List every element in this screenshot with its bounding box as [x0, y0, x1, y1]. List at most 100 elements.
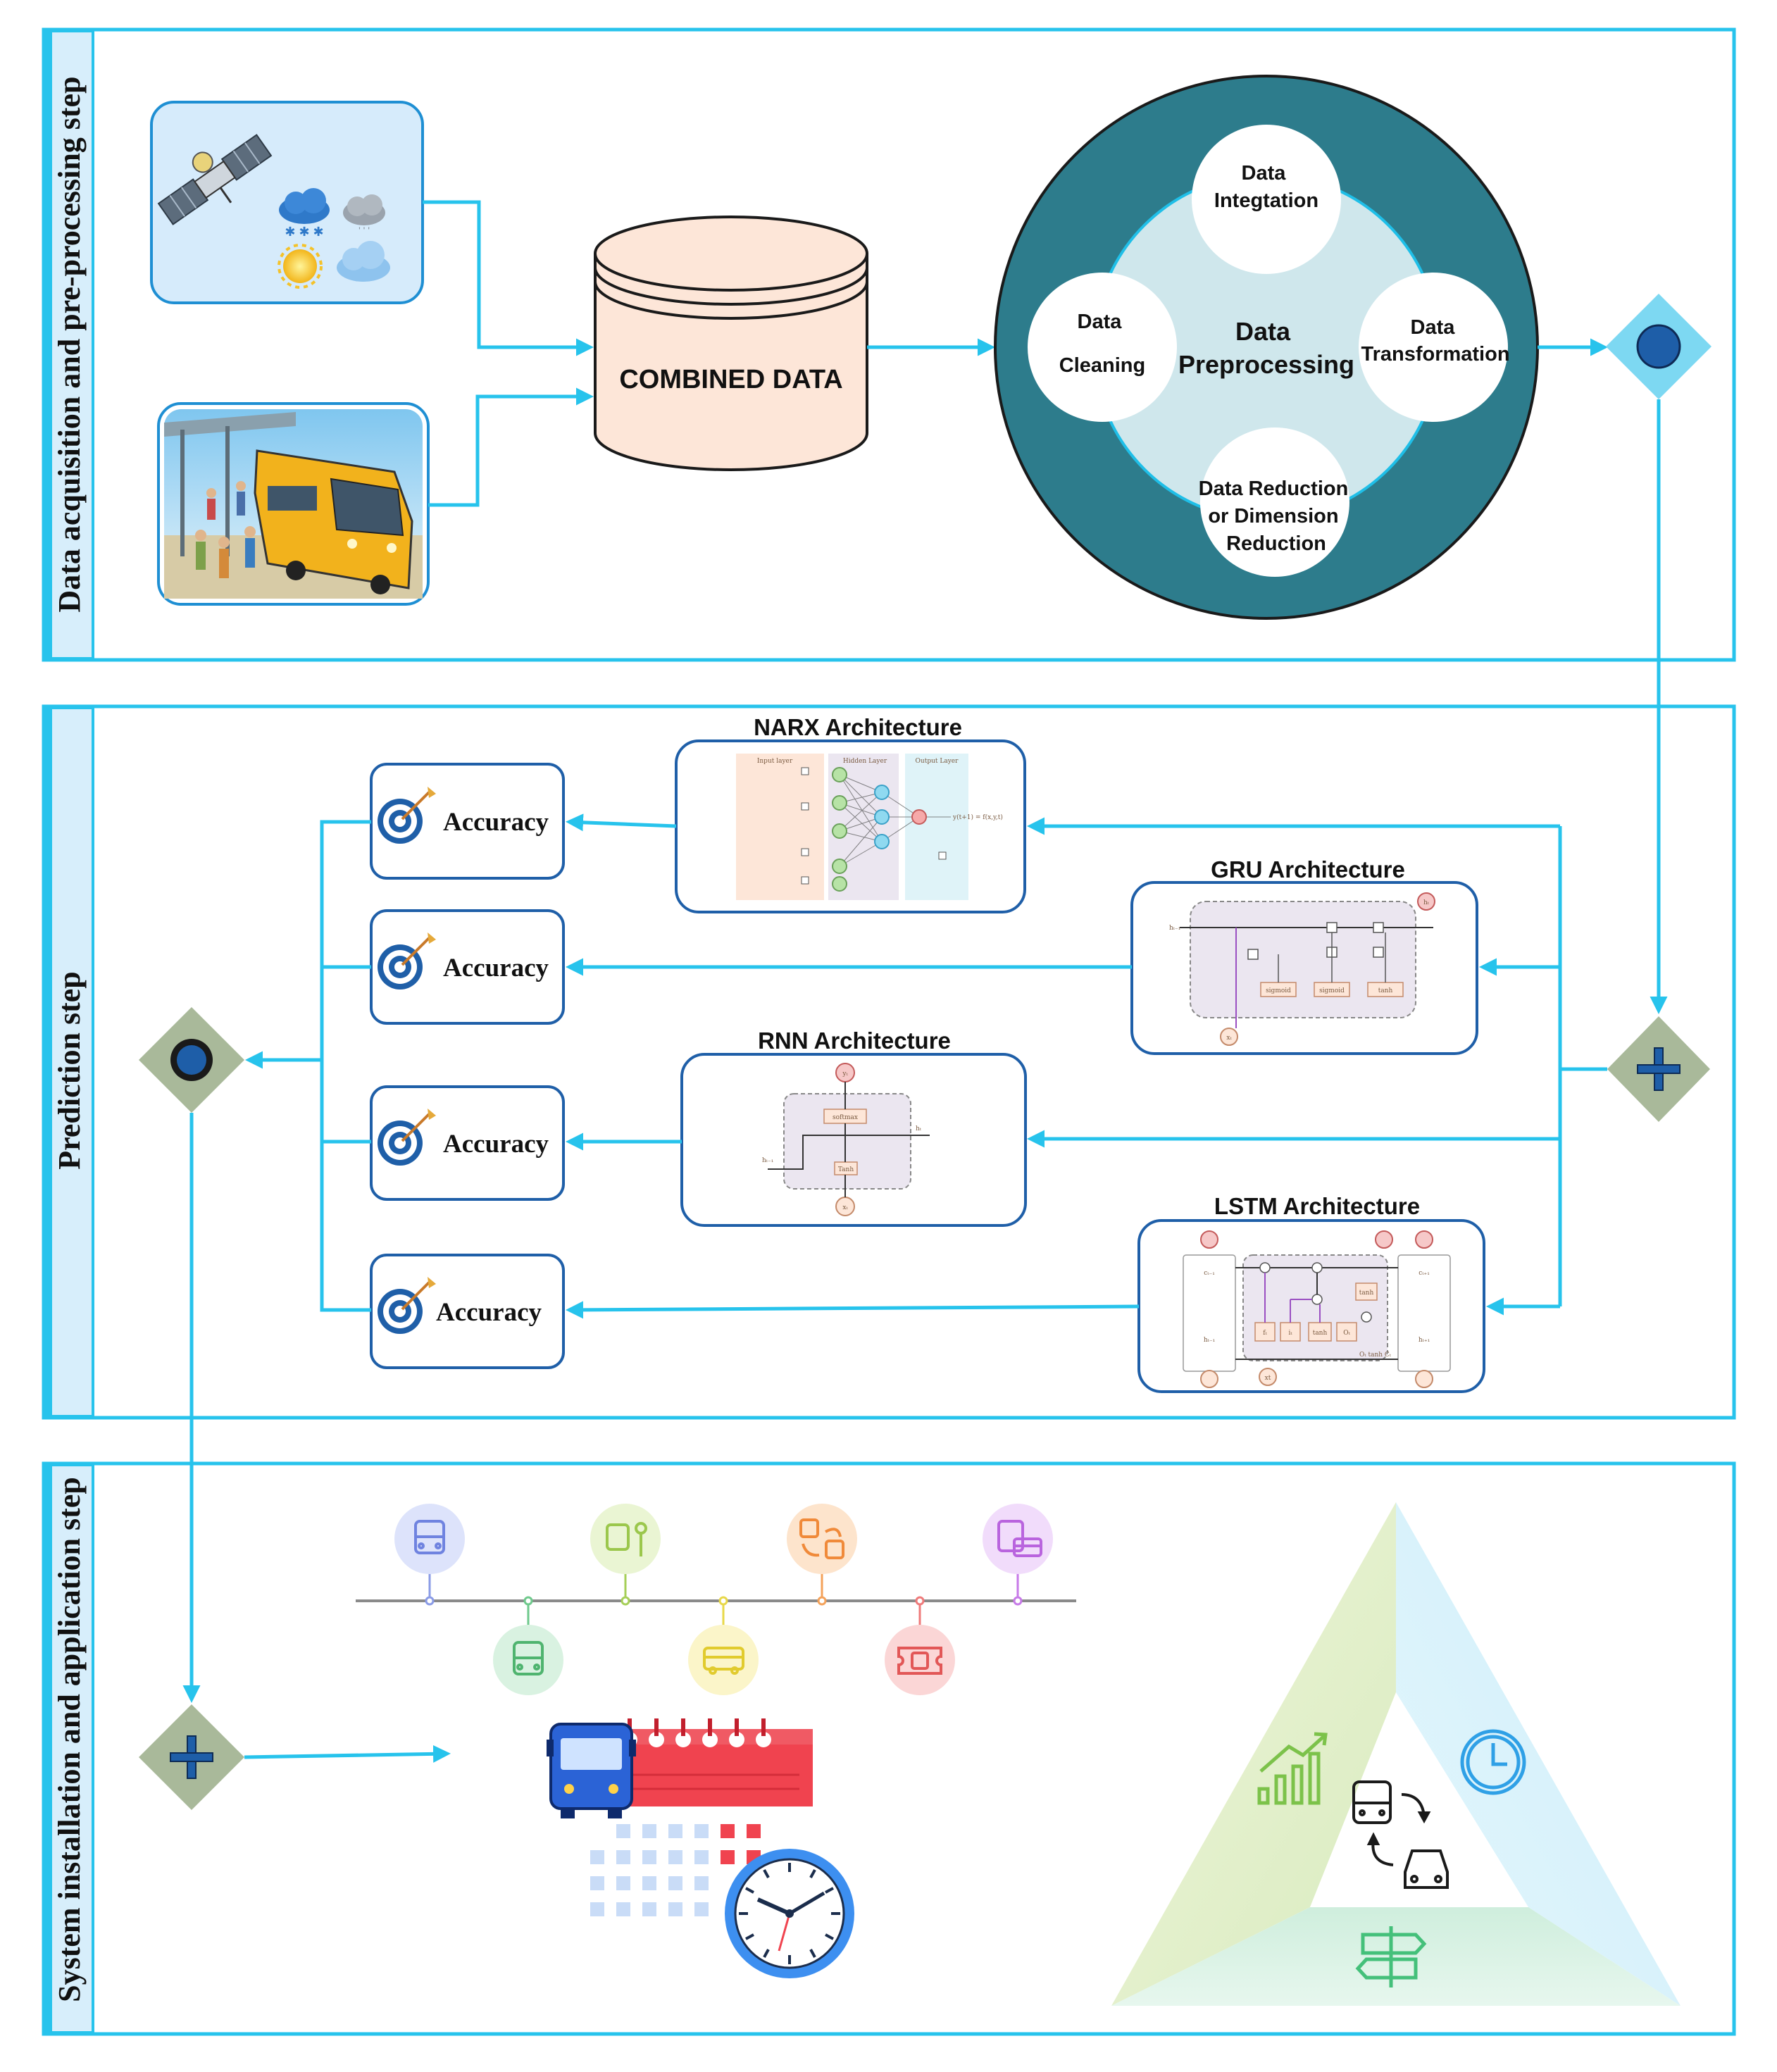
- lstm-cell-prev-label: cₜ₋₁: [1204, 1270, 1215, 1277]
- lstm-candidate-gate: tanh: [1313, 1330, 1328, 1337]
- lstm-to-accuracy-connector: [566, 1301, 1140, 1319]
- signpost-icon: [1355, 1926, 1427, 1987]
- benefits-triangle: [1111, 1502, 1681, 2006]
- system-gateway-to-schedule-connector: [244, 1745, 451, 1763]
- bus-icon: [414, 1520, 445, 1554]
- split-branch-trunk: [1558, 826, 1607, 1306]
- rnn-input-label: xₜ: [842, 1204, 848, 1211]
- lstm-input-label: xt: [1265, 1375, 1271, 1382]
- combined-data-store: COMBINED DATA: [594, 216, 868, 471]
- accuracy-label: Accuracy: [443, 954, 549, 982]
- rnn-architecture: RNN Architecture yₜ softmax Tanh hₜ₋₁ hₜ…: [680, 1028, 1027, 1227]
- rnn-title: RNN Architecture: [758, 1028, 951, 1054]
- target-icon: [378, 932, 436, 990]
- system-section-title: System installation and application step: [52, 1477, 87, 2002]
- accuracy-node-rnn: Accuracy: [370, 1085, 565, 1201]
- satellite-icon: [157, 134, 273, 225]
- lstm-hidden-prev-label: hₜ₋₁: [1204, 1337, 1215, 1344]
- lstm-cell-next-label: cₜ₊₁: [1419, 1270, 1430, 1277]
- clock-icon: [1460, 1729, 1526, 1795]
- gru-tanh-gate: tanh: [1378, 987, 1393, 994]
- prediction-section-title: Prediction step: [52, 971, 87, 1170]
- rnn-hidden-prev-label: hₜ₋₁: [762, 1157, 773, 1164]
- target-icon: [378, 1109, 436, 1166]
- clock-icon: [725, 1849, 854, 1978]
- passenger-to-combined-connector: [428, 387, 594, 507]
- gru-hidden-label: hₜ: [1423, 899, 1430, 906]
- schedule-illustration: [547, 1718, 854, 1978]
- narx-hidden-layer-label: Hidden Layer: [843, 758, 887, 765]
- cloud-icon: [337, 241, 390, 282]
- accuracy-label: Accuracy: [443, 1130, 549, 1159]
- combined-data-label: COMBINED DATA: [619, 365, 842, 394]
- rnn-hidden-label: hₜ: [916, 1125, 922, 1132]
- data-cleaning-label: Data Cleaning: [1059, 311, 1145, 377]
- narx-output-expression: y(t+1) = f(x,y,t): [952, 813, 1003, 821]
- weather-data-source: ✱ ✱ ✱ ' ' ': [150, 101, 424, 304]
- ticket-icon: [897, 1647, 942, 1675]
- weather-to-combined-connector: [423, 200, 594, 356]
- storm-cloud-icon: ' ' ': [343, 194, 385, 236]
- timeline-node-7: [983, 1504, 1053, 1606]
- gru-architecture: GRU Architecture hₜ₋₁ hₜ xₜ sigmoid sigm…: [1130, 856, 1478, 1055]
- lstm-output-expression: Oₜ tanh Cₜ: [1359, 1352, 1392, 1359]
- lstm-architecture: LSTM Architecture cₜ₋₁ hₜ₋₁ cₜ₊₁ hₜ₊₁ fₜ…: [1137, 1193, 1485, 1393]
- accuracy-label: Accuracy: [443, 808, 549, 837]
- lstm-tanh-box: tanh: [1359, 1290, 1374, 1297]
- accuracy-merge-trunk: [320, 820, 371, 1312]
- lstm-title: LSTM Architecture: [1214, 1193, 1420, 1219]
- growth-chart-icon: [1257, 1732, 1328, 1805]
- gru-sigmoid-gate-1: sigmoid: [1266, 987, 1291, 994]
- timeline-node-3: [590, 1504, 661, 1606]
- accuracy-node-lstm: Accuracy: [370, 1254, 565, 1369]
- accuracy-label: Accuracy: [436, 1298, 542, 1327]
- svg-text:' ' ': ' ' ': [358, 225, 370, 236]
- target-icon: [378, 787, 436, 844]
- lstm-forget-gate: fₜ: [1263, 1330, 1267, 1337]
- target-icon: [378, 1277, 436, 1334]
- data-integration-label: Data Integtation: [1214, 162, 1318, 212]
- gru-hidden-prev-label: hₜ₋₁: [1169, 925, 1180, 932]
- accuracy-node-narx: Accuracy: [370, 763, 565, 880]
- rnn-tanh-box: Tanh: [838, 1166, 854, 1173]
- data-transformation-label: Data Transformation: [1361, 316, 1509, 366]
- lstm-output-gate: Oₜ: [1343, 1330, 1350, 1337]
- gru-sigmoid-gate-2: sigmoid: [1319, 987, 1345, 994]
- bus-stop-icon: [606, 1522, 647, 1556]
- acquisition-section-title: Data acquisition and pre-processing step: [52, 76, 87, 612]
- narx-output-layer-label: Output Layer: [916, 758, 959, 765]
- lstm-input-gate: iₜ: [1288, 1330, 1292, 1337]
- bus-transfer-icon: [799, 1518, 844, 1559]
- passengers-illustration: [195, 481, 256, 578]
- svg-text:✱ ✱ ✱: ✱ ✱ ✱: [285, 225, 323, 239]
- snow-cloud-icon: ✱ ✱ ✱: [279, 188, 330, 239]
- bus-icon: [547, 1723, 636, 1818]
- timeline-node-2: [493, 1596, 563, 1695]
- narx-to-accuracy-connector: [566, 813, 677, 832]
- sun-icon: [278, 244, 323, 289]
- bus-icon: [513, 1641, 544, 1675]
- narx-title: NARX Architecture: [754, 714, 962, 740]
- bus-card-icon: [997, 1520, 1042, 1557]
- narx-input-layer-label: Input layer: [757, 758, 793, 765]
- narx-architecture: NARX Architecture Input layer Hidden Lay…: [675, 714, 1026, 913]
- intermediate-event-gateway: [1606, 294, 1711, 399]
- accuracy-node-gru: Accuracy: [370, 909, 565, 1025]
- parallel-gateway-split: [1607, 1016, 1710, 1122]
- gru-title: GRU Architecture: [1211, 856, 1405, 882]
- timeline-node-4: [688, 1596, 759, 1695]
- gru-input-label: xₜ: [1226, 1035, 1232, 1042]
- timeline-node-6: [885, 1596, 955, 1695]
- bus-illustration: [254, 449, 413, 594]
- school-bus-icon: [703, 1647, 744, 1675]
- data-reduction-label: Data Reduction or Dimension Reduction: [1199, 478, 1354, 555]
- rnn-output-label: yₜ: [842, 1071, 848, 1078]
- bus-car-exchange-icon: [1352, 1780, 1449, 1889]
- timeline-node-5: [787, 1504, 857, 1606]
- timeline-node-1: [394, 1504, 465, 1606]
- calendar-grid: [590, 1824, 761, 1916]
- parallel-gateway-system: [139, 1704, 244, 1810]
- preprocessing-diagram: Data Preprocessing Data Integtation Data…: [994, 75, 1539, 620]
